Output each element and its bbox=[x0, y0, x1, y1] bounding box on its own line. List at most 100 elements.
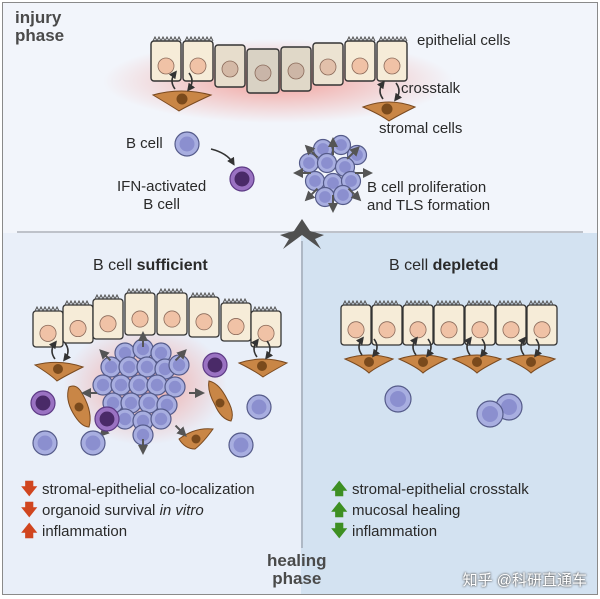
right-b-cells bbox=[384, 385, 523, 428]
outcome-text: stromal-epithelial crosstalk bbox=[352, 481, 529, 498]
ifn-activated-b-cell bbox=[229, 166, 255, 192]
up-arrow-icon: 🡅 bbox=[331, 481, 348, 498]
epithelial-cell bbox=[92, 293, 124, 340]
b-cell bbox=[316, 152, 338, 174]
injury-phase-line2: phase bbox=[15, 26, 65, 45]
epithelial-cell bbox=[371, 299, 403, 346]
outcome-row: 🡇stromal-epithelial co-localization bbox=[21, 479, 255, 500]
stromal-cell bbox=[208, 380, 233, 422]
ifn-activated-label: IFN-activated B cell bbox=[117, 178, 206, 214]
stromal-cell bbox=[343, 354, 395, 374]
top-b-cell bbox=[174, 131, 200, 157]
b-cell bbox=[146, 374, 168, 396]
split-arrow-icon bbox=[280, 219, 324, 249]
top-stromal-cell-left bbox=[151, 90, 213, 112]
proliferation-line1: B cell proliferation bbox=[367, 179, 487, 196]
up-arrow-icon: 🡅 bbox=[331, 502, 348, 519]
b-cell bbox=[164, 376, 186, 398]
epithelial-cell bbox=[182, 35, 214, 82]
activation-arrow-icon bbox=[210, 148, 235, 166]
outward-arrow-icon bbox=[347, 187, 362, 202]
ifn-activated-line2: B cell bbox=[143, 196, 180, 213]
crosstalk-arrows-icon bbox=[168, 70, 403, 102]
epithelial-cell bbox=[32, 305, 64, 348]
watermark: 知乎 @科研直通车 bbox=[462, 572, 587, 589]
b-cell-label: B cell bbox=[126, 135, 163, 152]
top-epithelial-layer bbox=[150, 35, 408, 94]
b-cell bbox=[128, 374, 150, 396]
damaged-epithelial-cell bbox=[280, 46, 312, 92]
epithelial-cell bbox=[62, 299, 94, 344]
crosstalk-arrows-icon bbox=[517, 336, 543, 358]
epithelial-cell bbox=[464, 299, 496, 346]
stromal-cells-label: stromal cells bbox=[379, 120, 463, 137]
outcome-text: inflammation bbox=[352, 523, 438, 540]
top-stromal-cell-right bbox=[361, 101, 417, 122]
outward-arrow-icon bbox=[174, 424, 187, 437]
down-arrow-icon: 🡇 bbox=[21, 481, 38, 498]
diagram-artwork bbox=[3, 3, 597, 594]
proliferation-label: B cell proliferation and TLS formation bbox=[367, 179, 490, 215]
epithelial-cell bbox=[250, 305, 282, 348]
epithelial-cell bbox=[156, 287, 188, 336]
left-scattered-b-cells bbox=[30, 352, 272, 458]
b-cell bbox=[32, 430, 58, 456]
injury-phase-title: injury phase bbox=[15, 9, 64, 45]
outward-arrow-icon bbox=[99, 349, 112, 362]
activated-b-cell bbox=[30, 390, 56, 416]
b-cell bbox=[118, 356, 140, 378]
activated-b-cell bbox=[202, 352, 228, 378]
depleted-panel-background bbox=[301, 233, 597, 594]
epithelial-cell bbox=[344, 35, 376, 82]
b-cell bbox=[384, 385, 412, 413]
down-arrow-icon: 🡇 bbox=[21, 502, 38, 519]
epithelial-cell bbox=[188, 291, 220, 338]
sufficient-title: B cell sufficient bbox=[93, 257, 208, 275]
b-cell bbox=[136, 356, 158, 378]
depleted-title-bold: depleted bbox=[432, 257, 499, 274]
damaged-epithelial-cell bbox=[312, 42, 344, 86]
stromal-cell bbox=[33, 361, 85, 382]
epithelial-cell bbox=[124, 287, 156, 336]
healing-phase-line1: healing bbox=[267, 551, 327, 570]
epithelial-cell bbox=[340, 299, 372, 346]
epithelial-cell bbox=[433, 299, 465, 346]
b-cell bbox=[92, 374, 114, 396]
depleted-outcomes-list: 🡅stromal-epithelial crosstalk 🡅mucosal h… bbox=[331, 479, 529, 542]
outcome-row: 🡅stromal-epithelial crosstalk bbox=[331, 479, 529, 500]
outcome-text-italic: in vitro bbox=[159, 502, 204, 519]
b-cell bbox=[246, 394, 272, 420]
b-cell bbox=[332, 184, 354, 206]
damaged-epithelial-cell bbox=[246, 48, 280, 94]
injury-phase-line1: injury bbox=[15, 8, 62, 27]
down-arrow-icon: 🡇 bbox=[331, 523, 348, 540]
healing-phase-title: healing phase bbox=[267, 552, 327, 588]
outcome-row: 🡅mucosal healing bbox=[331, 500, 529, 521]
right-stromal-cells bbox=[343, 336, 557, 374]
outward-arrow-icon bbox=[304, 187, 319, 202]
depleted-title: B cell depleted bbox=[389, 257, 498, 275]
outcome-row: 🡇organoid survival in vitro bbox=[21, 500, 255, 521]
stromal-cell bbox=[505, 354, 557, 374]
outcome-text: stromal-epithelial co-localization bbox=[42, 481, 255, 498]
depleted-title-prefix: B cell bbox=[389, 257, 433, 274]
left-crosstalk-arrows-icon bbox=[48, 338, 274, 362]
outcome-text: mucosal healing bbox=[352, 502, 461, 519]
stromal-cell bbox=[178, 428, 214, 450]
crosstalk-arrows-icon bbox=[463, 336, 489, 358]
activated-b-cell bbox=[94, 406, 120, 432]
outcome-row: 🡅inflammation bbox=[21, 521, 255, 542]
left-epithelial-layer bbox=[32, 287, 282, 348]
epithelial-cell bbox=[495, 299, 527, 346]
outward-arrow-icon bbox=[174, 349, 187, 362]
stromal-cell bbox=[67, 385, 91, 428]
epithelial-cell bbox=[150, 35, 182, 82]
left-b-cell-cluster bbox=[81, 331, 205, 455]
epithelial-cells-label: epithelial cells bbox=[417, 32, 511, 49]
outward-arrow-icon bbox=[346, 146, 360, 160]
epithelial-cell bbox=[402, 299, 434, 346]
proliferation-line2: and TLS formation bbox=[367, 197, 491, 214]
b-cell bbox=[150, 342, 172, 364]
top-b-cell-cluster bbox=[293, 134, 373, 213]
